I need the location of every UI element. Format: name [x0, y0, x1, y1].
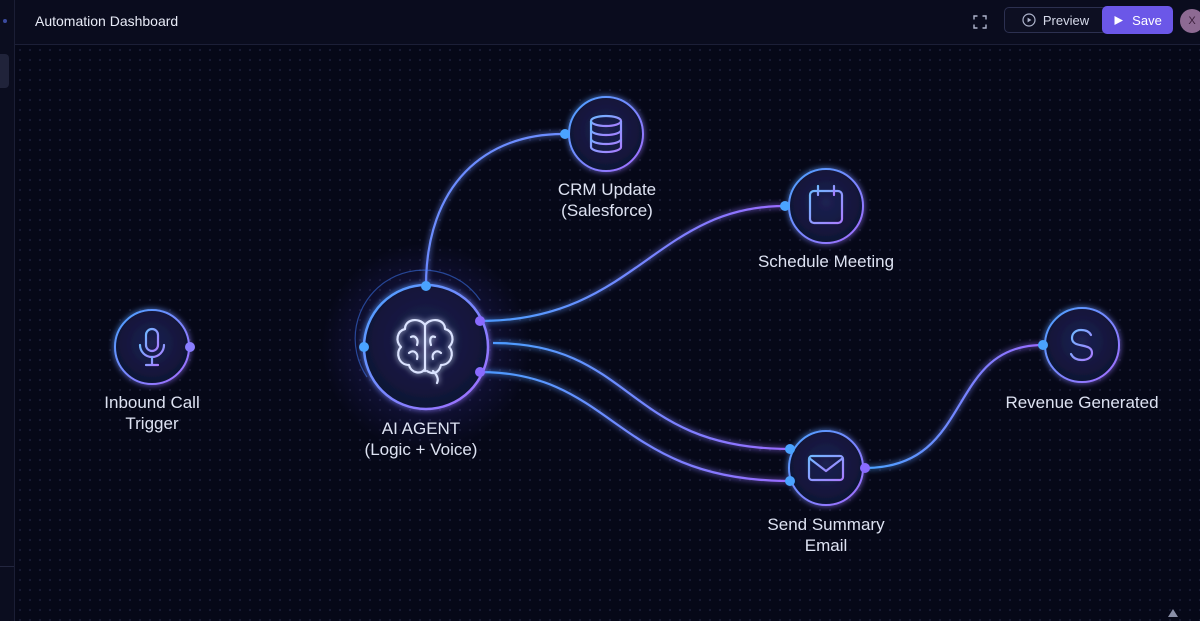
play-icon [1114, 15, 1124, 25]
port-agent-out-1[interactable] [475, 316, 485, 326]
node-label-agent: AI AGENT (Logic + Voice) [365, 418, 478, 460]
node-label-meeting: Schedule Meeting [758, 251, 894, 272]
port-revenue-in[interactable] [1038, 340, 1048, 350]
node-revenue[interactable] [1044, 307, 1120, 383]
play-circle-icon [1022, 13, 1036, 27]
caret-up-icon[interactable] [1167, 608, 1179, 618]
node-crm[interactable] [568, 96, 644, 172]
crm-label-line1: CRM Update [557, 180, 657, 199]
workflow-graph [114, 96, 1120, 506]
port-agent-out-top[interactable] [421, 281, 431, 291]
node-label-email: Send Summary Email [767, 514, 884, 556]
node-label-revenue: Revenue Generated [1005, 392, 1158, 413]
fullscreen-button[interactable] [970, 12, 990, 32]
edge-agent-to-email-2[interactable] [479, 370, 791, 483]
crm-label-line2: (Salesforce) [561, 201, 653, 220]
email-label-line1: Send Summary [767, 515, 885, 534]
mail-icon [807, 454, 845, 482]
save-button[interactable]: Save [1102, 6, 1173, 34]
page-title: Automation Dashboard [35, 13, 179, 29]
node-agent[interactable] [362, 283, 490, 411]
microphone-icon [138, 327, 166, 367]
port-email-in-2[interactable] [785, 476, 795, 486]
dollar-icon [1069, 325, 1094, 365]
sidebar-active-item[interactable] [0, 54, 9, 88]
node-label-crm: CRM Update (Salesforce) [558, 179, 656, 221]
trigger-label-line2: Trigger [125, 414, 179, 433]
brain-icon [396, 319, 454, 385]
port-email-out[interactable] [860, 463, 870, 473]
edge-agent-to-meeting[interactable] [479, 204, 786, 323]
avatar[interactable]: X [1180, 9, 1200, 33]
agent-label-line2: (Logic + Voice) [364, 440, 478, 459]
agent-label-line1: AI AGENT [381, 419, 461, 438]
port-meeting-in[interactable] [780, 201, 790, 211]
workflow-canvas[interactable]: Inbound Call Trigger AI AGENT (Logic + V… [15, 45, 1200, 621]
fullscreen-icon [973, 15, 987, 29]
port-crm-in[interactable] [560, 129, 570, 139]
meeting-label-line1: Schedule Meeting [757, 252, 895, 271]
top-bar: Automation Dashboard Preview Save X [15, 0, 1200, 45]
database-icon [589, 114, 623, 154]
node-email[interactable] [788, 430, 864, 506]
port-agent-out-2[interactable] [475, 367, 485, 377]
left-sidebar [0, 0, 15, 621]
port-agent-in[interactable] [359, 342, 369, 352]
calendar-icon [808, 184, 844, 225]
agent-orbit-ring [354, 269, 481, 378]
edge-agent-to-email-1[interactable] [492, 341, 791, 451]
port-email-in-1[interactable] [785, 444, 795, 454]
trigger-label-line1: Inbound Call [104, 393, 200, 412]
save-label: Save [1132, 12, 1162, 28]
node-trigger[interactable] [114, 309, 190, 385]
email-label-line2: Email [804, 536, 848, 555]
port-trigger-out[interactable] [185, 342, 195, 352]
edge-email-to-revenue[interactable] [864, 343, 1044, 470]
node-meeting[interactable] [788, 168, 864, 244]
preview-button[interactable]: Preview [1004, 7, 1107, 33]
node-label-trigger: Inbound Call Trigger [104, 392, 199, 434]
sidebar-divider [0, 566, 14, 567]
preview-label: Preview [1042, 12, 1090, 28]
sidebar-indicator [3, 19, 7, 23]
ports [185, 129, 1048, 486]
revenue-label-line1: Revenue Generated [1005, 393, 1159, 412]
